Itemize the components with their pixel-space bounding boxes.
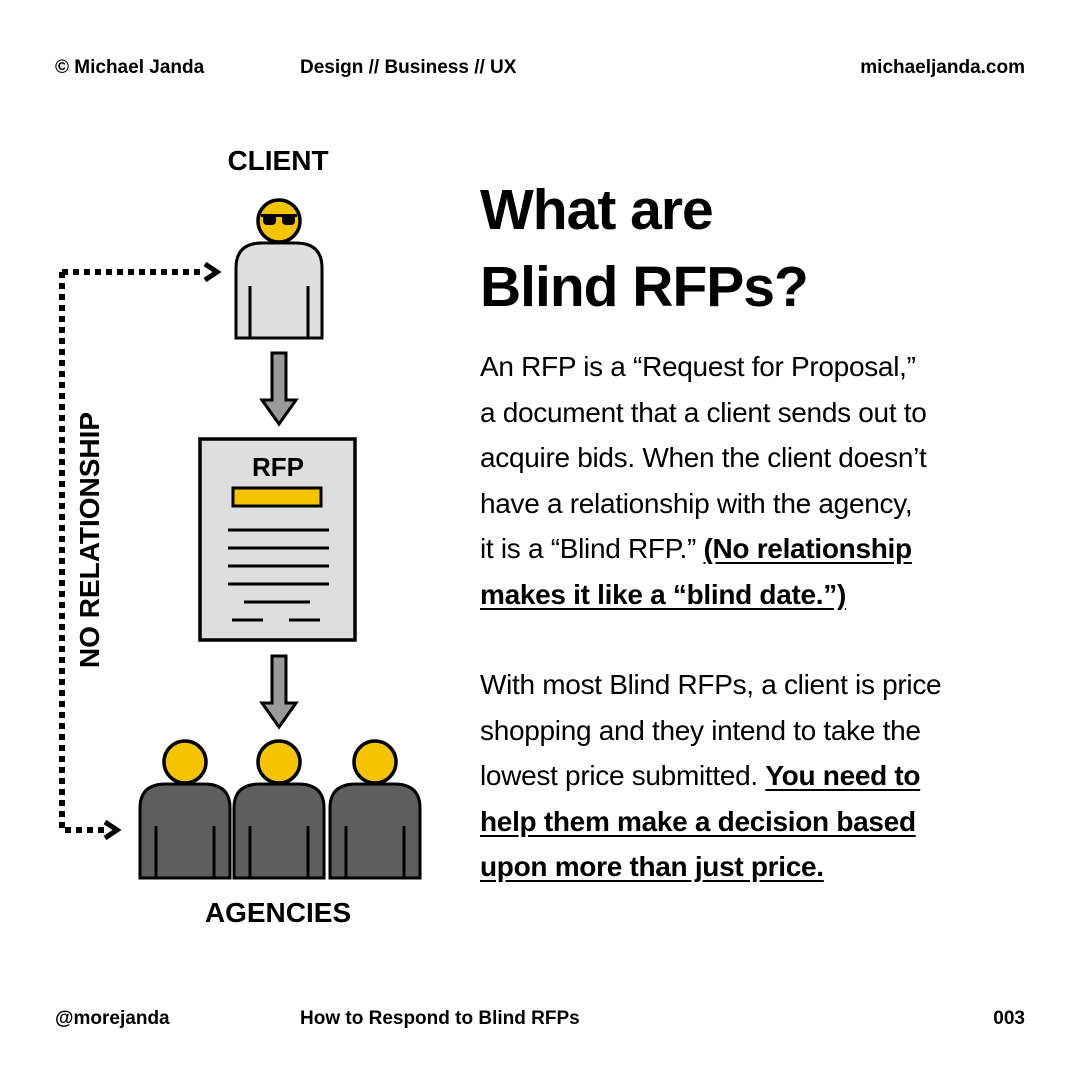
text-line: it is a “Blind RFP.” (No relationship — [480, 526, 927, 572]
chevron-right-icon — [203, 261, 222, 283]
text-line: With most Blind RFPs, a client is price — [480, 669, 942, 700]
website-link[interactable]: michaeljanda.com — [860, 57, 1025, 78]
rfp-document-icon — [198, 437, 357, 642]
sunglasses-icon — [261, 214, 297, 225]
arrow-down-icon — [259, 351, 299, 427]
no-relationship-connector — [59, 261, 222, 841]
topics: Design // Business // UX — [300, 57, 517, 78]
agency-person-icon — [328, 739, 422, 880]
emphasis-text: You need to — [765, 760, 921, 791]
paragraph-2: With most Blind RFPs, a client is price … — [480, 662, 942, 890]
client-label: CLIENT — [227, 145, 329, 176]
agency-person-icon — [232, 739, 326, 880]
emphasis-text: (No relationship — [703, 533, 912, 564]
text-line: acquire bids. When the client doesn’t — [480, 442, 927, 473]
text-line: a document that a client sends out to — [480, 396, 927, 428]
text-line: lowest price submitted. You need to — [480, 753, 941, 799]
page-number: 003 — [993, 1008, 1025, 1029]
text-line: shopping and they intend to take the — [480, 714, 921, 746]
paragraph-1: An RFP is a “Request for Proposal,” a do… — [480, 344, 927, 617]
page-title: What are Blind RFPs? — [480, 172, 809, 326]
no-relationship-label: NO RELATIONSHIP — [74, 411, 105, 669]
social-handle: @morejanda — [55, 1008, 170, 1029]
text-line: have a relationship with the agency, — [480, 487, 913, 519]
title-line: What are — [480, 178, 714, 242]
copyright: © Michael Janda — [55, 57, 205, 78]
agency-person-icon — [138, 739, 232, 880]
text-line: An RFP is a “Request for Proposal,” — [480, 351, 916, 382]
chevron-right-icon — [103, 819, 122, 841]
client-person-icon — [234, 198, 324, 340]
text: lowest price submitted. — [480, 760, 766, 791]
arrow-down-icon — [259, 654, 299, 730]
agencies-label: AGENCIES — [204, 897, 352, 928]
emphasis-text: help them make a decision based — [480, 805, 916, 837]
series-title: How to Respond to Blind RFPs — [300, 1008, 580, 1029]
text: it is a “Blind RFP.” — [480, 533, 704, 564]
emphasis-text: makes it like a “blind date.”) — [480, 578, 847, 610]
rfp-label: RFP — [252, 452, 304, 482]
emphasis-text: upon more than just price. — [480, 851, 824, 882]
title-line: Blind RFPs? — [480, 255, 809, 319]
